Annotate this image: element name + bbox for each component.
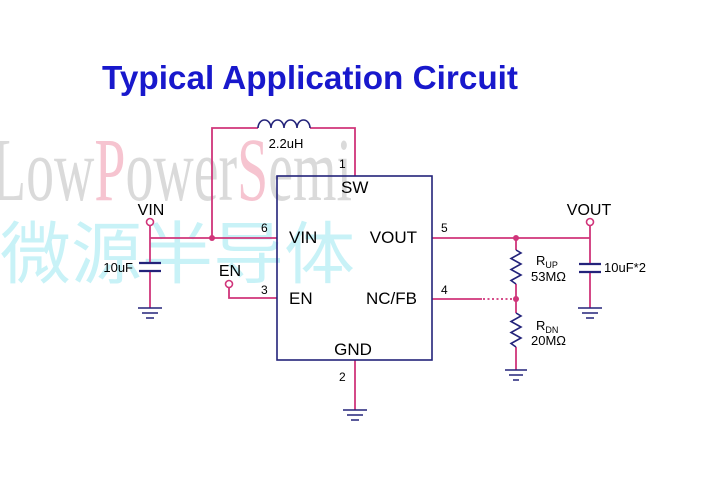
pin-number-vout: 5 — [441, 221, 448, 235]
inductor-symbol — [257, 119, 311, 129]
junction-dot — [513, 296, 519, 302]
en-terminal — [224, 279, 234, 289]
node-label-vin: VIN — [138, 202, 165, 219]
diagram-title: Typical Application Circuit — [102, 59, 518, 96]
resistor-dn-name: RDN — [536, 318, 558, 335]
pin-label-gnd: GND — [334, 340, 372, 359]
ground-icon — [505, 369, 527, 381]
pin-number-sw: 1 — [339, 157, 346, 171]
node-label-en: EN — [219, 263, 241, 280]
vout-terminal — [585, 217, 595, 227]
pin-label-vin: VIN — [289, 228, 317, 247]
output-capacitor-value: 10uF*2 — [604, 260, 646, 275]
watermark-brand: LowPowerSemi — [0, 121, 352, 220]
pin-label-sw: SW — [341, 178, 368, 197]
junction-dot — [513, 235, 519, 241]
watermark-segment: emi — [268, 121, 352, 220]
watermark-segment: P — [94, 121, 125, 220]
resistor-up-symbol — [509, 249, 523, 285]
wire-en — [228, 287, 277, 299]
ground-icon — [138, 307, 162, 319]
pin-label-en: EN — [289, 289, 313, 308]
resistor-up-subscript: UP — [545, 260, 558, 270]
pin-label-vout: VOUT — [370, 228, 417, 247]
pin-number-vin: 6 — [261, 221, 268, 235]
wire-inductor-to-sw — [310, 127, 356, 176]
ground-icon — [343, 409, 367, 421]
resistor-up-value: 53MΩ — [531, 269, 566, 284]
ic-body — [276, 175, 433, 361]
resistor-up-symbol-letter: R — [536, 253, 545, 268]
watermark: LowPowerSemi 微源半导体 — [0, 121, 355, 295]
vin-terminal — [145, 217, 155, 227]
output-capacitor-symbol — [579, 262, 601, 274]
watermark-segment: Low — [0, 121, 94, 220]
input-capacitor-symbol — [139, 261, 161, 273]
ground-icon — [578, 307, 602, 319]
pin-number-fb: 4 — [441, 283, 448, 297]
watermark-segment: ower — [125, 121, 237, 220]
resistor-dn-symbol-letter: R — [536, 318, 545, 333]
watermark-segment: S — [237, 121, 268, 220]
pin-label-fb: NC/FB — [366, 289, 417, 308]
pin-number-en: 3 — [261, 283, 268, 297]
resistor-up-name: RUP — [536, 253, 558, 270]
input-capacitor-value: 10uF — [103, 260, 133, 275]
resistor-dn-subscript: DN — [545, 325, 558, 335]
wire-vin-to-inductor — [211, 127, 258, 238]
inductor-value: 2.2uH — [269, 136, 304, 151]
node-label-vout: VOUT — [567, 202, 612, 219]
pin-number-gnd: 2 — [339, 370, 346, 384]
watermark-brand-cn: 微源半导体 — [0, 216, 355, 295]
resistor-dn-value: 20MΩ — [531, 333, 566, 348]
resistor-dn-symbol — [509, 312, 523, 348]
junction-dot — [209, 235, 215, 241]
